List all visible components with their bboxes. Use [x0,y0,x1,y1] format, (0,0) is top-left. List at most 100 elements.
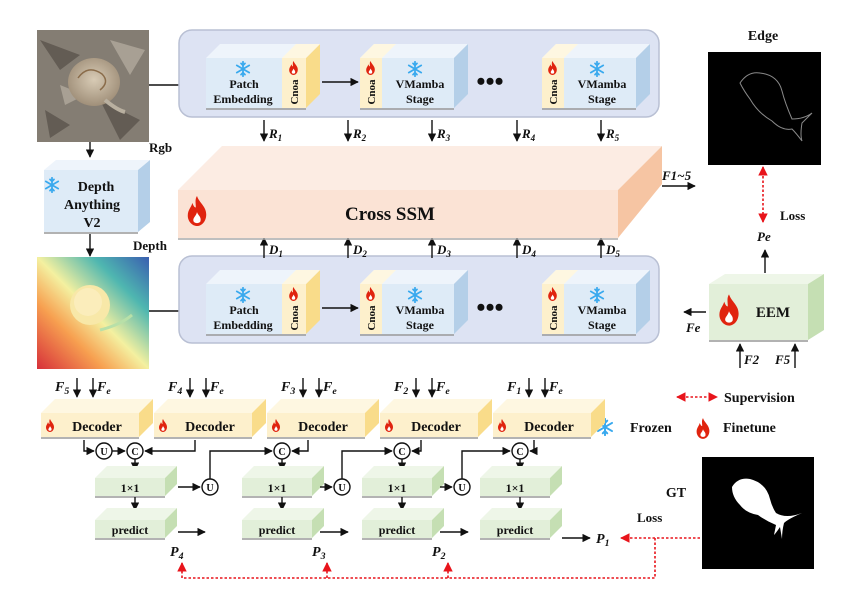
svg-text:predict: predict [379,523,415,537]
conv1x1-block: 1×1 [480,466,562,498]
rgb-feature-label: R2 [352,126,367,143]
concat-op: C [126,442,144,460]
gt-label: GT [666,486,687,501]
predict-block: predict [242,508,324,540]
depth-feature-label: D2 [352,242,367,259]
decoder-f-label: F3 [280,380,295,397]
edge-label: Edge [748,29,778,44]
decoder-label: Decoder [185,420,235,435]
eem-label: EEM [756,305,790,321]
svg-text:predict: predict [497,523,533,537]
connector [529,440,538,456]
decoder-fe-label: Fe [548,380,563,397]
svg-text:1×1: 1×1 [388,481,407,495]
connector [144,440,196,456]
patch-label-line1: Patch [229,77,259,91]
cnoa-label: Cnoa [548,79,560,105]
cnoa-label: Cnoa [366,79,378,105]
eem-input-f2: F2 [743,352,760,367]
cnoa-label: Cnoa [289,79,301,105]
decoder-fe-label: Fe [96,380,111,397]
ellipsis: ••• [476,67,503,96]
edge-image [708,52,821,165]
svg-text:1×1: 1×1 [121,481,140,495]
patch-label-line2: Embedding [213,318,272,332]
cnoa-label: Cnoa [548,305,560,331]
rgb-feature-label: R5 [605,126,620,143]
decoder-fe-label: Fe [209,380,224,397]
svg-text:C: C [278,447,285,458]
connector [461,446,511,479]
depth-feature-label: D1 [268,242,283,259]
decoder-block: Decoder F1 Fe [493,378,605,439]
upsample-op: U [201,478,219,496]
conv1x1-block: 1×1 [362,466,444,498]
edge-loss-label: Loss [780,208,805,223]
gt-supervision-lines [177,533,700,579]
eem-input-f5: F5 [774,352,791,367]
vmamba-label-line1: VMamba [578,303,627,317]
concat-op: C [393,442,411,460]
decoder-fe-label: Fe [322,380,337,397]
decoder-label: Decoder [298,420,348,435]
depth-anything-line2: Anything [64,198,120,213]
svg-text:C: C [516,447,523,458]
svg-text:U: U [100,447,107,458]
conv1x1-block: 1×1 [242,466,324,498]
fe-output-label: Fe [685,320,701,335]
legend-fire-icon [696,418,710,439]
rgb-label: Rgb [149,140,172,155]
rgb-feature-label: R1 [268,126,282,143]
gt-image [702,457,814,569]
upsample-op: U [453,478,471,496]
legend-frozen-label: Frozen [630,421,672,436]
rgb-image [37,30,149,142]
connector [291,440,309,456]
svg-text:U: U [338,483,345,494]
connector [341,446,393,479]
depth-feature-label: D3 [436,242,451,259]
decoder-block: Decoder F3 Fe [267,378,379,439]
ellipsis: ••• [476,293,503,322]
conv1x1-block: 1×1 [95,466,177,498]
cross-ssm-label: Cross SSM [345,204,435,225]
patch-label-line2: Embedding [213,92,272,106]
prediction-label: P3 [312,545,326,562]
depth-anything-line1: Depth [78,180,115,195]
upsample-op: U [95,442,113,460]
cnoa-label: Cnoa [289,305,301,331]
vmamba-label-line1: VMamba [578,77,627,91]
svg-text:predict: predict [259,523,295,537]
svg-text:U: U [458,483,465,494]
depth-label: Depth [133,238,168,253]
svg-text:U: U [206,483,213,494]
connector [83,440,95,456]
decoder-f-label: F2 [393,380,408,397]
depth-image [37,257,149,369]
prediction-label: P1 [596,532,609,549]
vmamba-label-line2: Stage [406,318,435,332]
decoder-f-label: F1 [506,380,521,397]
cnoa-label: Cnoa [366,305,378,331]
rgb-feature-label: R4 [521,126,536,143]
predict-block: predict [95,508,177,540]
vmamba-label-line2: Stage [588,318,617,332]
decoder-fe-label: Fe [435,380,450,397]
upsample-op: U [333,478,351,496]
connector [411,440,422,456]
svg-text:C: C [131,447,138,458]
cross-ssm-block [178,146,662,240]
decoder-f-label: F5 [54,380,69,397]
legend-finetune-label: Finetune [723,421,776,436]
decoder-label: Decoder [524,420,574,435]
